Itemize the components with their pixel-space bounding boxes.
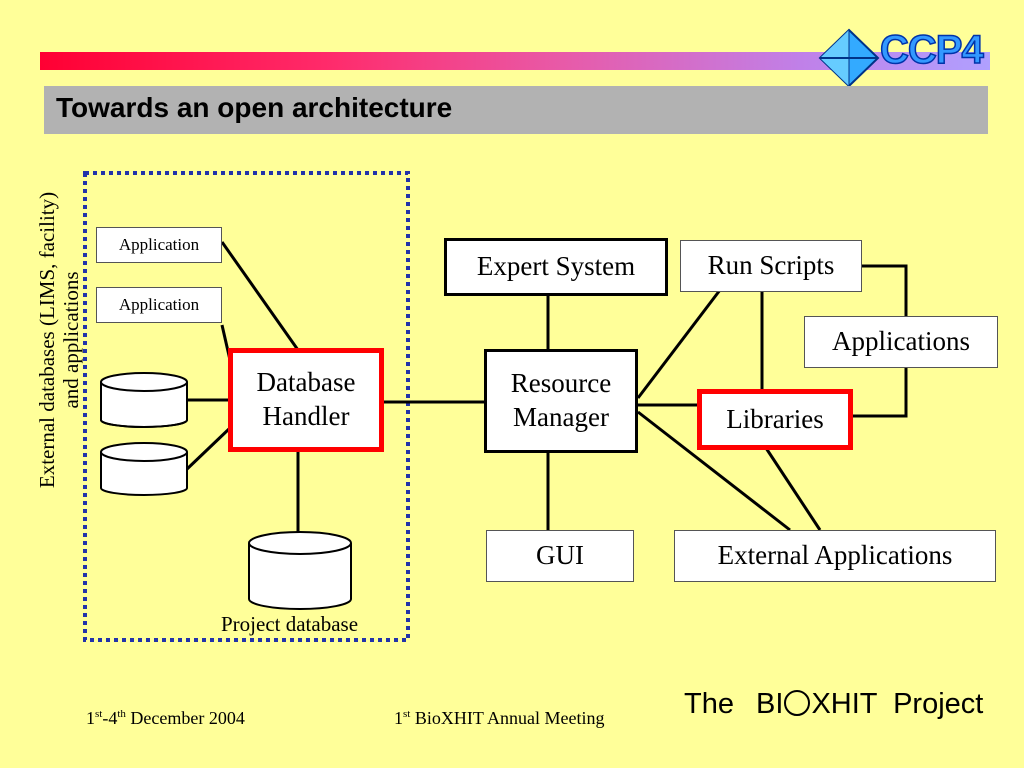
edge-db2-dbhandler: [184, 426, 232, 472]
edge-app1-dbhandler: [220, 241, 300, 351]
title-bar: [44, 86, 988, 134]
database-cylinder-1: [100, 372, 188, 428]
database-handler-line1: Database: [256, 367, 356, 398]
database-handler-line2: Handler: [262, 401, 350, 431]
project-database-cylinder: [248, 531, 352, 610]
project-database-label: Project database: [221, 612, 359, 636]
application-box-2: Application: [96, 287, 222, 323]
footer-meeting: 1st BioXHIT Annual Meeting: [394, 708, 605, 728]
resource-manager-line1: Resource: [510, 368, 612, 399]
slide-title: Towards an open architecture: [56, 92, 453, 123]
bioxhit-the: The: [684, 688, 734, 720]
ccp4-logo: CCP4: [879, 28, 984, 72]
run-scripts-box: Run Scripts: [680, 240, 862, 292]
edge-runscripts-applications: [860, 264, 908, 316]
bioxhit-project: Project: [893, 688, 984, 720]
header-gradient-bar: [40, 52, 990, 70]
gui-box: GUI: [486, 530, 634, 582]
bioxhit-helix-icon: [784, 690, 811, 716]
resource-manager-line2: Manager: [513, 402, 609, 432]
edge-libraries-extapps: [764, 447, 822, 531]
applications-box: Applications: [804, 316, 998, 368]
expert-system-box: Expert System: [444, 238, 668, 296]
database-handler-box: Database Handler: [228, 348, 384, 452]
resource-manager-box: Resource Manager: [484, 349, 638, 453]
edge-resourcemgr-runscripts: [636, 289, 722, 399]
edge-resourcemgr-extapps: [637, 410, 791, 532]
ccp4-diamond-icon: [818, 28, 880, 88]
database-cylinder-2: [100, 442, 188, 496]
external-group-border: [83, 171, 410, 642]
bioxhit-bio: BI: [756, 688, 784, 720]
edge-applications-libraries: [852, 368, 908, 418]
bioxhit-xhit: XHIT: [811, 688, 877, 720]
libraries-box: Libraries: [697, 389, 853, 450]
bioxhit-logo: The BI XHIT Project: [684, 688, 983, 721]
application-box-1: Application: [96, 227, 222, 263]
footer-date: 1st-4th December 2004: [86, 708, 245, 728]
external-applications-box: External Applications: [674, 530, 996, 582]
